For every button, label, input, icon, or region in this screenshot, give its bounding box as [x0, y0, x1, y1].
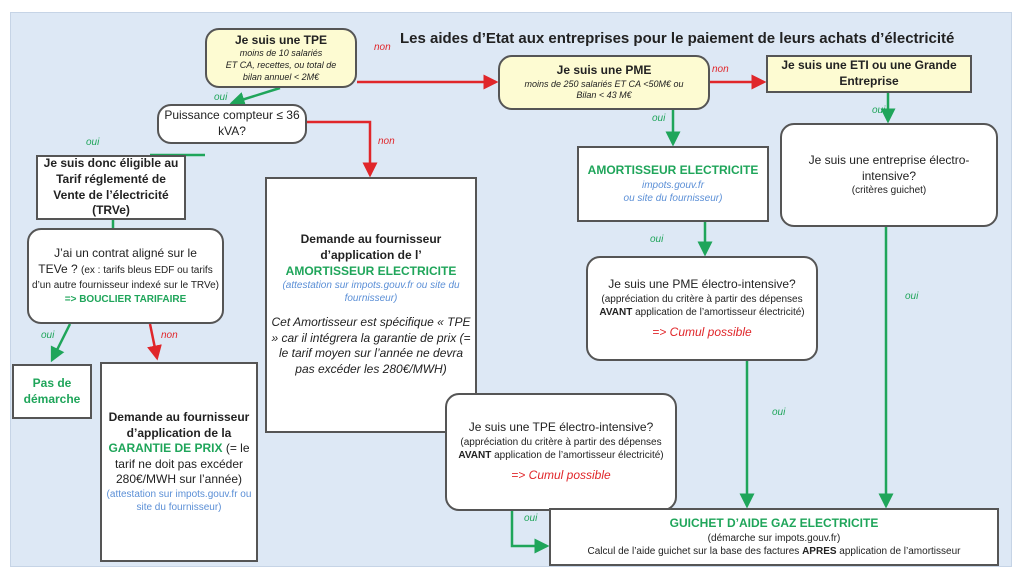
guichet-box: GUICHET D’AIDE GAZ ELECTRICITE (démarche…: [549, 508, 999, 566]
tpe-criteria: ET CA, recettes, ou total de: [225, 59, 337, 70]
arrow-contrat-pas: [50, 323, 72, 363]
criteria-text: application de l’amortisseur électricité…: [632, 306, 805, 318]
demande-heading: Demande au fournisseur d’application de …: [300, 232, 442, 263]
label-non: non: [712, 64, 729, 75]
criteria-avant: AVANT: [599, 306, 633, 318]
tpe-title: Je suis une TPE: [234, 32, 328, 47]
pme-title: Je suis une PME: [556, 63, 652, 78]
garantie-de-prix: GARANTIE DE PRIX: [108, 441, 223, 456]
tpe-criteria: bilan annuel < 2M€: [242, 71, 320, 82]
amortisseur-pme-box: AMORTISSEUR ELECTRICITE impots.gouv.fr o…: [577, 146, 769, 222]
garantie-detail: (= le tarif ne doit pas excéder 280€/MWH…: [114, 441, 250, 487]
arrow-puissance-demande: [307, 120, 378, 178]
pme-box: Je suis une PME moins de 250 salariés ET…: [498, 55, 710, 110]
guichet-calcul: application de l’amortisseur: [836, 545, 961, 557]
guichet-title: GUICHET D’AIDE GAZ ELECTRICITE: [669, 516, 879, 531]
garantie-box: Demande au fournisseur d’application de …: [100, 362, 258, 562]
label-oui: oui: [650, 234, 664, 245]
tpe-electro-question: Je suis une TPE électro-intensive?: [468, 420, 654, 435]
guichet-demarche: (démarche sur impots.gouv.fr): [707, 532, 841, 544]
amortisseur-link: ou site du fournisseur): [623, 192, 723, 204]
garantie-attestation: (attestation sur impots.gouv.fr ou site …: [106, 488, 252, 513]
trve-box: Je suis donc éligible au Tarif réglement…: [36, 155, 186, 220]
pme-criteria: Bilan < 43 M€: [576, 90, 632, 101]
pme-electro-question: Je suis une PME électro-intensive?: [608, 276, 796, 291]
label-oui: oui: [652, 113, 666, 124]
contrat-example: (ex : tarifs bleus EDF ou tarifs d’un au…: [32, 264, 219, 292]
label-non: non: [374, 42, 391, 53]
contrat-question: TEVe ?: [38, 261, 78, 276]
pme-criteria: moins de 250 salariés ET CA <50M€ ou: [524, 78, 684, 89]
eti-box: Je suis une ETI ou une Grande Entreprise: [766, 55, 972, 93]
bouclier-tarifaire: => BOUCLIER TARIFAIRE: [64, 293, 187, 305]
label-oui: oui: [872, 105, 886, 116]
guichet-apres: APRES: [802, 545, 837, 557]
puissance-box: Puissance compteur ≤ 36 kVA?: [157, 104, 307, 144]
amortisseur-link: impots.gouv.fr: [641, 179, 705, 191]
label-oui: oui: [214, 92, 228, 103]
cumul-possible: => Cumul possible: [511, 468, 611, 482]
tpe-electro-box: Je suis une TPE électro-intensive? (appr…: [445, 393, 677, 511]
tpe-box: Je suis une TPE moins de 10 salariés ET …: [205, 28, 357, 88]
tpe-criteria: moins de 10 salariés: [239, 48, 323, 59]
criteria-avant: AVANT: [458, 450, 492, 461]
demande-note: Cet Amortisseur est spécifique « TPE » c…: [271, 315, 471, 376]
contrat-box: J’ai un contrat aligné sur le TEVe ? (ex…: [27, 228, 224, 324]
label-non: non: [161, 330, 178, 341]
label-oui: oui: [41, 330, 55, 341]
label-oui: oui: [905, 291, 919, 302]
guichet-calcul: Calcul de l’aide guichet sur la base des…: [587, 545, 803, 557]
garantie-heading: Demande au fournisseur d’application de …: [108, 410, 250, 440]
criteria-text: (appréciation du critère à partir des dé…: [601, 293, 803, 305]
label-oui: oui: [86, 137, 100, 148]
criteria-text: application de l’amortisseur électricité…: [491, 450, 664, 461]
amortisseur-electricite: AMORTISSEUR ELECTRICITE: [285, 263, 457, 278]
arrow-tpeelectro-guichet: [510, 511, 550, 554]
electro-criteria: (critères guichet): [851, 185, 927, 197]
label-oui: oui: [524, 513, 538, 524]
arrow-contrat-garantie: [147, 323, 162, 361]
pas-demarche-box: Pas de démarche: [12, 364, 92, 419]
amortisseur-electricite: AMORTISSEUR ELECTRICITE: [587, 163, 759, 178]
page-title: Les aides d’Etat aux entreprises pour le…: [400, 30, 955, 47]
electro-question: Je suis une entreprise électro-intensive…: [808, 152, 970, 183]
label-non: non: [378, 136, 395, 147]
arrow-tpe-puissance: [229, 86, 281, 107]
demande-attestation: (attestation sur impots.gouv.fr ou site …: [282, 280, 460, 305]
contrat-question: J’ai un contrat aligné sur le: [54, 246, 197, 261]
pme-electro-box: Je suis une PME électro-intensive? (appr…: [586, 256, 818, 361]
criteria-text: (appréciation du critère à partir des dé…: [460, 437, 662, 448]
demande-amortisseur-box: Demande au fournisseur d’application de …: [265, 177, 477, 433]
cumul-possible: => Cumul possible: [652, 324, 752, 339]
label-oui: oui: [772, 407, 786, 418]
electro-intensive-box: Je suis une entreprise électro-intensive…: [780, 123, 998, 227]
